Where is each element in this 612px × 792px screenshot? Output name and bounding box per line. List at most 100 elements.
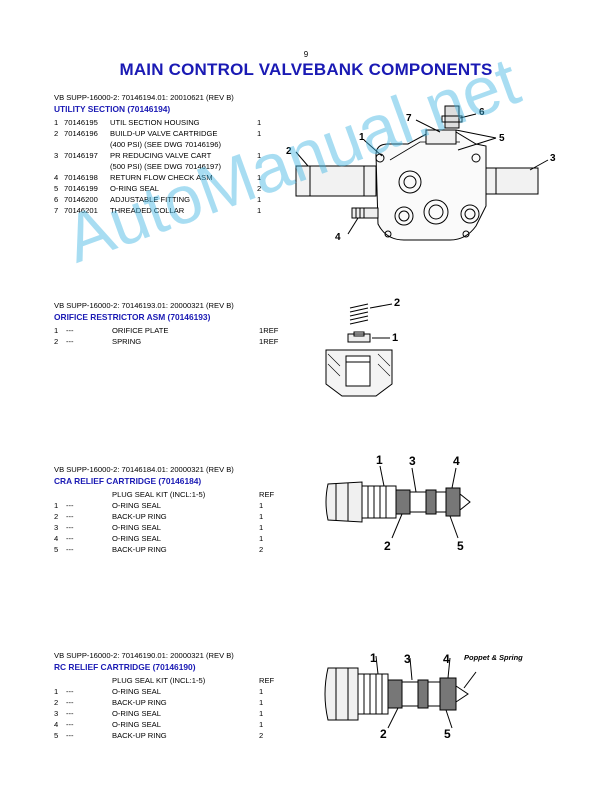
table-row: (500 PSI) (SEE DWG 70146197) [54,162,269,172]
section-ref: VB SUPP-16000-2: 70146194.01: 20010621 (… [54,93,234,102]
part-description: O-RING SEAL [112,534,161,543]
quantity: 1 [257,129,262,138]
table-row: PLUG SEAL KIT (INCL:1-5) REF [54,676,284,686]
table-row: 5 --- BACK-UP RING 2 [54,731,284,741]
section-ref: VB SUPP-16000-2: 70146184.01: 20000321 (… [54,465,234,474]
item-number: 4 [54,534,59,543]
part-number: --- [66,523,74,532]
quantity: 1 [257,173,262,182]
part-number: 70146199 [64,184,98,193]
quantity: 1 [259,709,264,718]
table-row: 1 --- O-RING SEAL 1 [54,501,284,511]
part-number: --- [66,731,74,740]
item-number: 2 [54,337,59,346]
quantity: 2 [259,545,264,554]
part-number: --- [66,698,74,707]
part-number: --- [66,512,74,521]
part-number: 70146197 [64,151,98,160]
part-description: PR REDUCING VALVE CART [110,151,212,160]
callout-1: 1 [359,132,365,143]
callout-2: 2 [380,727,387,741]
table-row: 4 --- O-RING SEAL 1 [54,534,284,544]
table-row: 2 70146196 BUILD-UP VALVE CARTRIDGE 1 [54,129,269,139]
part-number: 70146200 [64,195,98,204]
table-row: 3 --- O-RING SEAL 1 [54,709,284,719]
table-row: 2 --- SPRING 1REF [54,337,284,347]
part-description: RETURN FLOW CHECK ASM [110,173,213,182]
part-description: O-RING SEAL [110,184,159,193]
callout-1: 1 [376,453,383,467]
callout-6: 6 [479,107,485,118]
item-number: 3 [54,709,59,718]
item-number: 2 [54,698,59,707]
quantity: 1 [259,720,264,729]
item-number: 5 [54,545,59,554]
quantity: 1REF [259,326,279,335]
quantity: 1 [257,118,262,127]
part-number: --- [66,709,74,718]
section-heading: UTILITY SECTION (70146194) [54,104,171,114]
quantity: 1 [257,151,262,160]
part-description: ADJUSTABLE FITTING [110,195,191,204]
item-number: 4 [54,720,59,729]
part-description: PLUG SEAL KIT (INCL:1-5) [112,490,206,499]
part-description: O-RING SEAL [112,709,161,718]
quantity: 1REF [259,337,279,346]
section-heading: ORIFICE RESTRICTOR ASM (70146193) [54,312,211,322]
callout-2: 2 [384,539,391,553]
page-title: MAIN CONTROL VALVEBANK COMPONENTS [119,60,493,79]
quantity: 1 [259,698,264,707]
part-number: --- [66,720,74,729]
part-description: O-RING SEAL [112,523,161,532]
item-number: 2 [54,512,59,521]
table-row: PLUG SEAL KIT (INCL:1-5) REF [54,490,284,500]
callout-5: 5 [444,727,451,741]
callout-4: 4 [443,652,450,666]
table-row: 5 70146199 O-RING SEAL 2 [54,184,269,194]
item-number: 4 [54,173,59,182]
item-number: 3 [54,151,59,160]
quantity: REF [259,490,275,499]
part-description: BACK-UP RING [112,698,167,707]
quantity: 1 [259,534,264,543]
part-description: UTIL SECTION HOUSING [110,118,200,127]
callout-4: 4 [335,232,341,243]
callout-5: 5 [499,133,505,144]
quantity: 1 [257,195,262,204]
rc-relief-cartridge-drawing: 1 3 4 2 5 Poppet & Spring [324,651,523,741]
section-ref: VB SUPP-16000-2: 70146193.01: 20000321 (… [54,301,234,310]
part-description: O-RING SEAL [112,501,161,510]
part-number: 70146198 [64,173,98,182]
part-description: O-RING SEAL [112,720,161,729]
table-row: 6 70146200 ADJUSTABLE FITTING 1 [54,195,269,205]
item-number: 3 [54,523,59,532]
part-number: --- [66,501,74,510]
quantity: 1 [259,687,264,696]
quantity: 1 [257,206,262,215]
page-number: 9 [303,50,309,59]
callout-1: 1 [370,651,377,665]
item-number: 6 [54,195,59,204]
part-description: O-RING SEAL [112,687,161,696]
part-description: BACK-UP RING [112,545,167,554]
quantity: REF [259,676,275,685]
part-number: 70146195 [64,118,98,127]
table-row: 4 70146198 RETURN FLOW CHECK ASM 1 [54,173,269,183]
table-row: 1 --- O-RING SEAL 1 [54,687,284,697]
table-row: 2 --- BACK-UP RING 1 [54,698,284,708]
part-description: THREADED COLLAR [110,206,185,215]
table-row: 1 --- ORIFICE PLATE 1REF [54,326,284,336]
part-number: --- [66,687,74,696]
item-number: 1 [54,687,59,696]
item-number: 1 [54,326,59,335]
table-row: 1 70146195 UTIL SECTION HOUSING 1 [54,118,269,128]
callout-2: 2 [286,146,292,157]
table-row: 5 --- BACK-UP RING 2 [54,545,284,555]
callout-4: 4 [453,454,460,468]
part-number: --- [66,326,74,335]
part-number: --- [66,545,74,554]
quantity: 2 [257,184,262,193]
quantity: 1 [259,523,264,532]
part-description: BUILD-UP VALVE CARTRIDGE [110,129,218,138]
item-number: 5 [54,731,59,740]
